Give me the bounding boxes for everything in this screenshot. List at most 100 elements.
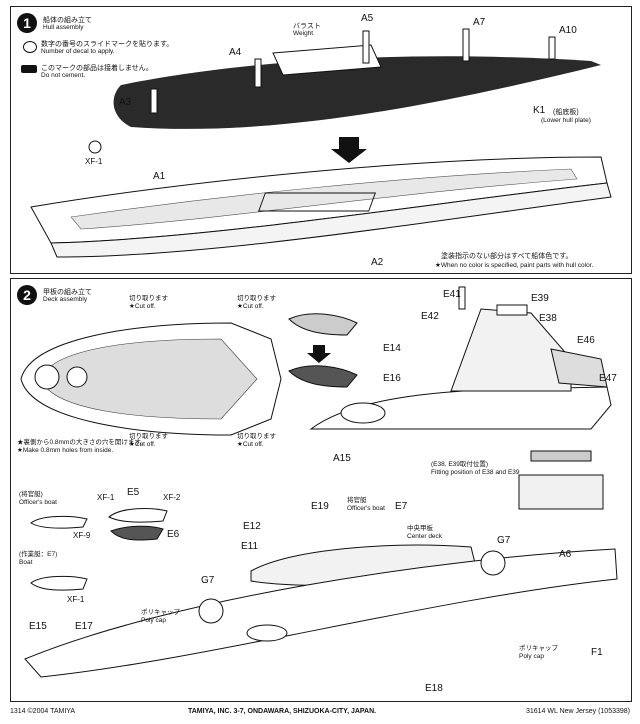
label-g7-left: G7 [201,575,215,586]
label-e14: E14 [383,343,401,354]
part-a7 [462,28,470,62]
cut-note-4: 切り取ります★Cut off. [237,433,276,449]
assembly-arrow [331,137,367,163]
label-a4: A4 [229,47,242,58]
hull-assembly-drawing [30,28,612,258]
cut-en: ★Cut off. [237,303,264,310]
poly-cap-g7-left [198,598,224,624]
cut-note-3: 切り取ります★Cut off. [129,433,168,449]
fitting-en: Fitting position of E38 and E39 [431,469,520,476]
workboat-note: (作業艇：E7)Boat [19,551,57,567]
nocement-legend-en: Do not cement. [41,72,86,79]
workboat [30,575,88,591]
hole-en: ★Make 0.8mm holes from inside. [17,447,114,454]
label-a7: A7 [473,17,486,28]
hull-half-a2 [50,182,612,258]
footer-center: TAMIYA, INC. 3-7, ONDAWARA, SHIZUOKA-CIT… [188,708,377,715]
label-xf9: XF-9 [73,531,91,540]
label-a6: A6 [559,549,572,560]
label-e18: E18 [425,683,443,694]
center-deck-jp: 中央甲板 [407,525,433,532]
decal-legend-jp: 数字の番号のスライドマークを貼ります。 [41,41,174,48]
arrow-down [307,345,331,363]
officers-boat-note: (将官艇)Officer's boat [19,491,57,507]
label-a1: A1 [153,171,166,182]
label-e38: E38 [539,313,557,324]
label-g7-right: G7 [497,535,511,546]
xf1-decal-marker [88,140,102,154]
label-a2: A2 [371,257,384,268]
label-xf1: XF-1 [97,493,115,502]
color-note-jp: 塗装指示のない部分はすべて船体色です。 [441,253,573,260]
cut-jp: 切り取ります [129,433,168,440]
cut-jp: 切り取ります [129,295,168,302]
turret-hole [34,364,60,390]
footer-right: 31614 WL New Jersey (1053398) [525,708,630,715]
officers-boat-small [30,515,88,529]
part-a5 [362,30,370,64]
center-deck-en: Center deck [407,533,443,540]
fitting-detail-1 [530,450,592,462]
officers-boat2-en: Officer's boat [347,505,385,512]
k1-en: (Lower hull plate) [541,117,591,124]
lower-hull-plate [113,56,601,129]
poly-cap-g7-right [480,550,506,576]
cut-note-2: 切り取ります★Cut off. [237,295,276,311]
deck-assembly-drawing [20,286,618,678]
decal-legend-en: Number of decal to apply. [41,48,115,55]
ballast-label-jp: バラスト [293,23,321,30]
hole-jp: ★裏側から0.8mmの大きさの穴を開けます。 [17,439,147,446]
decal-icon [23,41,37,53]
label-e11: E11 [241,541,259,552]
label-a15: A15 [333,453,351,464]
turret-a15 [340,402,386,424]
cut-note-1: 切り取ります★Cut off. [129,295,168,311]
officers-boat-e5 [108,508,168,523]
label-f1: F1 [591,647,603,658]
turret-ring [246,624,288,642]
label-a10: A10 [559,25,577,36]
nocement-legend-jp: このマークの部品は接着しません。 [41,65,153,72]
polycap-jp: ポリキャップ [141,609,180,616]
officers-boat-jp: (将官艇) [19,491,43,498]
cut-jp: 切り取ります [237,433,276,440]
cut-en: ★Cut off. [237,441,264,448]
step-title-jp: 甲板の組み立て [43,289,92,296]
ballast-label-en: Weight [293,30,314,37]
step-number: 2 [17,285,37,305]
officers-boat2-jp: 将官艇 [347,497,367,504]
fitting-detail-2 [518,474,604,510]
k1-jp: (船底板) [553,109,579,116]
label-e42: E42 [421,311,439,322]
polycap-en: Poly cap [519,653,544,660]
cut-en: ★Cut off. [129,441,156,448]
ballast-weight [272,44,382,76]
page-footer: 1314 ©2004 TAMIYA TAMIYA, INC. 3-7, ONDA… [10,706,630,720]
cut-jp: 切り取ります [237,295,276,302]
label-e41: E41 [443,289,461,300]
hole-note: ★裏側から0.8mmの大きさの穴を開けます。★Make 0.8mm holes … [17,439,147,455]
label-e46: E46 [577,335,595,346]
hull-deck-pattern [70,168,578,230]
officers-boat-en: Officer's boat [19,499,57,506]
label-e47: E47 [599,373,617,384]
label-a3: A3 [119,97,132,108]
polycap-en: Poly cap [141,617,166,624]
workboat-en: Boat [19,559,33,566]
polycap-jp: ポリキャップ [519,645,558,652]
label-e39: E39 [531,293,549,304]
step-title-en: Hull assembly [43,24,84,31]
footer-left: 1314 ©2004 TAMIYA [10,708,76,715]
label-a5: A5 [361,13,374,24]
label-e6: E6 [167,529,180,540]
label-e15: E15 [29,621,47,632]
fitting-note: (E38, E39取付位置)Fitting position of E38 an… [431,461,520,477]
step2-panel: 2 甲板の組み立て Deck assembly 切り取ります★Cut off. … [10,278,632,702]
turret-hole-2 [66,366,88,388]
cut-en: ★Cut off. [129,303,156,310]
step-title-jp: 船体の組み立て [43,17,92,24]
label-e5: E5 [127,487,140,498]
label-e12: E12 [243,521,261,532]
